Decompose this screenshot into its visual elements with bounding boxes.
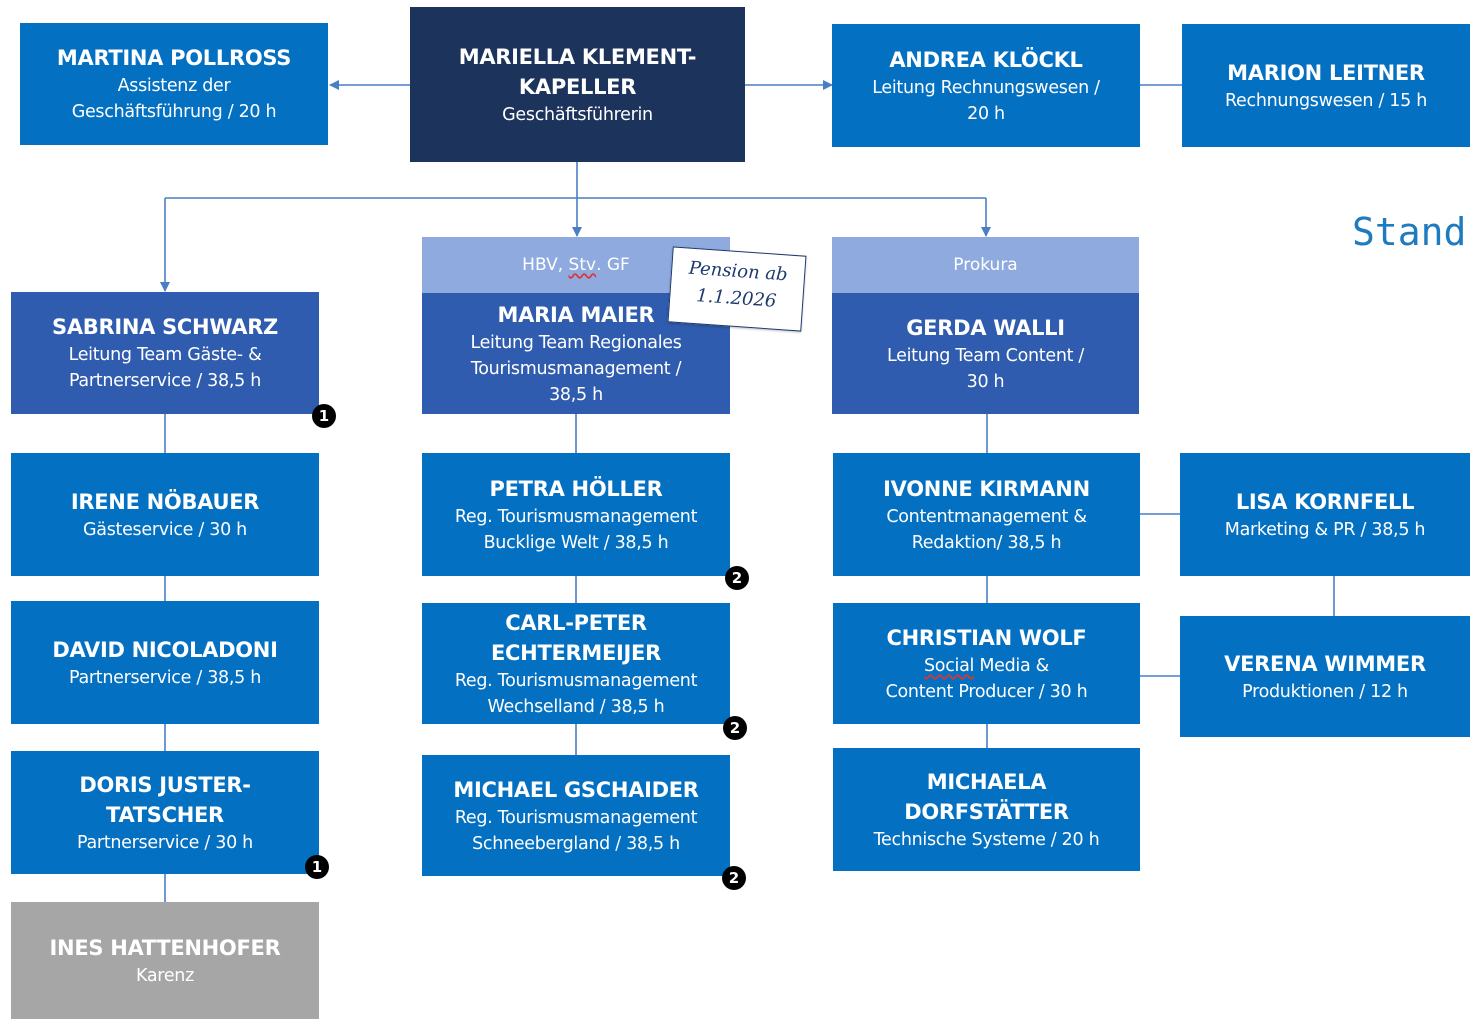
person-role: Rechnungswesen / 15 h — [1224, 90, 1428, 111]
org-box-right-member-2: CHRISTIAN WOLF Social Media & Content Pr… — [833, 603, 1140, 724]
person-role: Marketing & PR / 38,5 h — [1224, 519, 1426, 540]
person-name: DAVID NICOLADONI — [52, 637, 278, 662]
org-box-accounting-lead: ANDREA KLÖCKL Leitung Rechnungswesen / 2… — [832, 24, 1140, 147]
person-name: ANDREA KLÖCKL — [889, 47, 1083, 72]
person-name: IVONNE KIRMANN — [883, 476, 1090, 501]
org-box-right-lead: GERDA WALLI Leitung Team Content / 30 h — [832, 293, 1139, 414]
person-role: Leitung Rechnungswesen / 20 h — [872, 77, 1100, 124]
person-name: MARION LEITNER — [1227, 60, 1425, 85]
label-text: Prokura — [953, 255, 1018, 275]
person-role: Technische Systeme / 20 h — [873, 829, 1100, 850]
person-role: Partnerservice / 30 h — [77, 832, 253, 853]
label-word: Stv — [568, 255, 597, 275]
org-box-assistant: MARTINA POLLROSS Assistenz der Geschäfts… — [20, 23, 328, 145]
person-role: Assistenz der Geschäftsführung / 20 h — [71, 76, 277, 122]
person-role: Reg. Tourismusmanagement Bucklige Welt /… — [454, 506, 698, 553]
org-box-accounting: MARION LEITNER Rechnungswesen / 15 h — [1182, 24, 1470, 147]
person-role: Contentmanagement & Redaktion/ 38,5 h — [886, 506, 1087, 553]
label-prefix: HBV, — [522, 255, 569, 275]
person-name: CARL-PETER ECHTERMEIJER — [491, 610, 661, 665]
org-box-right-side-2: VERENA WIMMER Produktionen / 12 h — [1180, 616, 1470, 737]
footnote-badge: 1 — [305, 855, 329, 879]
role-word: Social — [923, 655, 975, 676]
person-name: CHRISTIAN WOLF — [886, 625, 1087, 650]
person-role: Reg. Tourismusmanagement Schneebergland … — [454, 807, 698, 854]
person-name: MARIA MAIER — [497, 302, 655, 327]
person-role: Reg. Tourismusmanagement Wechselland / 3… — [454, 670, 698, 717]
org-box-left-lead: SABRINA SCHWARZ Leitung Team Gäste- & Pa… — [11, 292, 319, 414]
role-rest: Media & — [974, 655, 1050, 676]
header-fragment-text: Stand — [1352, 210, 1467, 254]
person-name: GERDA WALLI — [906, 315, 1065, 340]
org-box-left-member-2: DAVID NICOLADONI Partnerservice / 38,5 h — [11, 601, 319, 724]
org-box-left-member-1: IRENE NÖBAUER Gästeservice / 30 h — [11, 453, 319, 576]
person-name: SABRINA SCHWARZ — [52, 315, 278, 339]
footnote-badge: 2 — [725, 566, 749, 590]
person-name: MICHAELA DORFSTÄTTER — [904, 769, 1069, 824]
org-box-middle-member-2: CARL-PETER ECHTERMEIJER Reg. Tourismusma… — [422, 603, 730, 724]
person-name: MARTINA POLLROSS — [56, 46, 292, 70]
person-name: PETRA HÖLLER — [489, 476, 663, 501]
person-name: INES HATTENHOFER — [49, 935, 281, 960]
org-box-ceo: MARIELLA KLEMENT- KAPELLER Geschäftsführ… — [410, 7, 745, 162]
label-suffix: . GF — [596, 255, 630, 275]
team-label-right: Prokura — [832, 237, 1139, 293]
org-box-left-member-3: DORIS JUSTER- TATSCHER Partnerservice / … — [11, 751, 319, 874]
footnote-badge: 1 — [312, 404, 336, 428]
person-role: Leitung Team Content / 30 h — [886, 345, 1085, 392]
org-box-left-member-4: INES HATTENHOFER Karenz — [11, 902, 319, 1019]
person-role: Geschäftsführerin — [502, 104, 653, 125]
org-box-right-member-1: IVONNE KIRMANN Contentmanagement & Redak… — [833, 453, 1140, 576]
person-role: Produktionen / 12 h — [1242, 681, 1408, 702]
person-name: MARIELLA KLEMENT- KAPELLER — [458, 44, 697, 99]
person-role: Partnerservice / 38,5 h — [68, 667, 262, 688]
person-role: Gästeservice / 30 h — [83, 519, 247, 540]
org-box-right-side-1: LISA KORNFELL Marketing & PR / 38,5 h — [1180, 453, 1470, 576]
org-box-right-member-3: MICHAELA DORFSTÄTTER Technische Systeme … — [833, 748, 1140, 871]
footnote-badge: 2 — [723, 716, 747, 740]
pension-note: Pension ab 1.1.2026 — [667, 246, 807, 332]
person-role-line2: Content Producer / 30 h — [885, 681, 1088, 702]
person-name: MICHAEL GSCHAIDER — [453, 777, 699, 802]
person-role: Leitung Team Gäste- & Partnerservice / 3… — [68, 345, 262, 391]
person-name: LISA KORNFELL — [1235, 489, 1415, 514]
person-role: Leitung Team Regionales Tourismusmanagem… — [470, 332, 682, 405]
person-name: IRENE NÖBAUER — [70, 489, 260, 514]
person-name: DORIS JUSTER- TATSCHER — [79, 772, 251, 827]
org-box-middle-member-1: PETRA HÖLLER Reg. Tourismusmanagement Bu… — [422, 453, 730, 576]
org-box-middle-member-3: MICHAEL GSCHAIDER Reg. Tourismusmanageme… — [422, 755, 730, 876]
person-name: VERENA WIMMER — [1224, 651, 1426, 676]
footnote-badge: 2 — [722, 866, 746, 890]
person-role: Social Media & — [924, 653, 1049, 679]
person-role: Karenz — [136, 965, 194, 986]
